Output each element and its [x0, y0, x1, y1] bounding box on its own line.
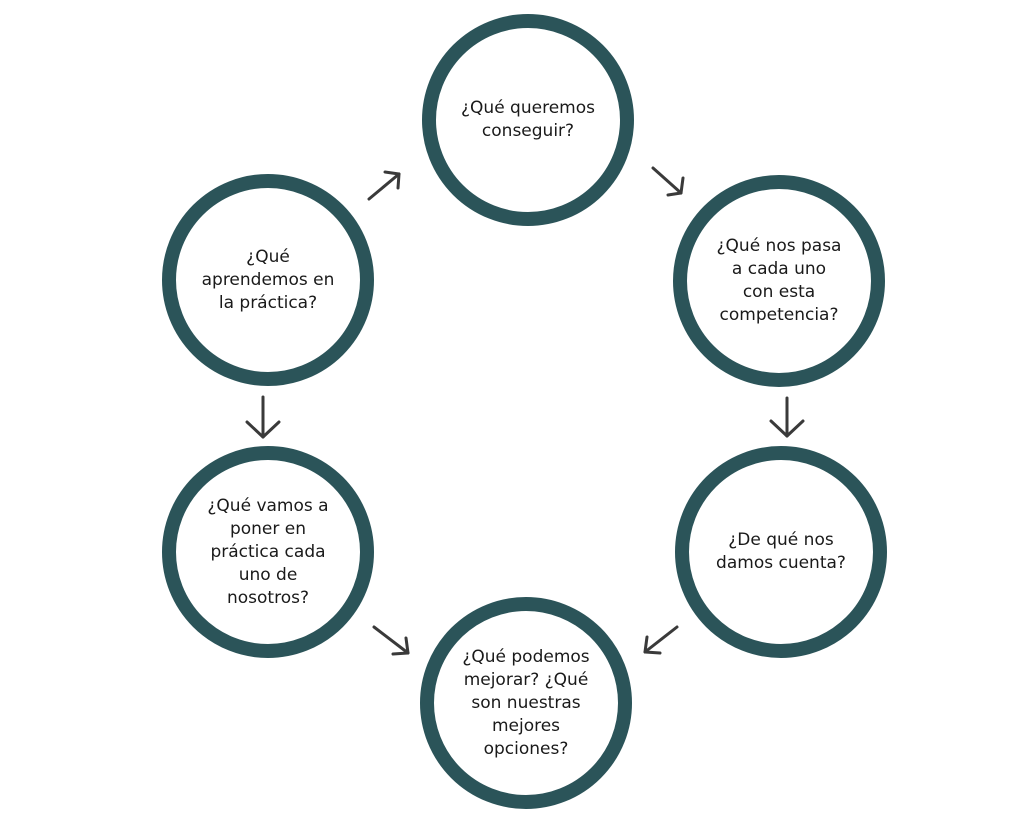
- node-lower-left: ¿Qué vamos a poner en práctica cada uno …: [162, 446, 374, 658]
- node-lower-right: ¿De qué nos damos cuenta?: [675, 446, 887, 658]
- node-lower-right-label: ¿De qué nos damos cuenta?: [716, 530, 846, 573]
- arrow-top-to-upper-right: [651, 166, 685, 197]
- node-top: ¿Qué queremos conseguir?: [422, 14, 634, 226]
- node-upper-right: ¿Qué nos pasa a cada uno con esta compet…: [673, 175, 885, 387]
- arrow-upper-left-to-top: [367, 170, 401, 201]
- node-bottom: ¿Qué podemos mejorar? ¿Qué son nuestras …: [420, 597, 632, 809]
- node-lower-left-label: ¿Qué vamos a poner en práctica cada uno …: [207, 495, 329, 608]
- node-bottom-label: ¿Qué podemos mejorar? ¿Qué son nuestras …: [462, 646, 590, 759]
- arrow-lower-right-to-bottom: [643, 625, 679, 655]
- node-upper-left: ¿Qué aprendemos en la práctica?: [162, 174, 374, 386]
- arrow-lower-left-to-bottom: [372, 625, 410, 656]
- node-upper-left-label: ¿Qué aprendemos en la práctica?: [201, 246, 335, 313]
- node-upper-right-label: ¿Qué nos pasa a cada uno con esta compet…: [716, 236, 842, 325]
- arrow-upper-right-to-lower-right: [769, 396, 805, 438]
- arrow-upper-left-to-lower-left: [245, 395, 281, 439]
- node-top-label: ¿Qué queremos conseguir?: [461, 98, 595, 141]
